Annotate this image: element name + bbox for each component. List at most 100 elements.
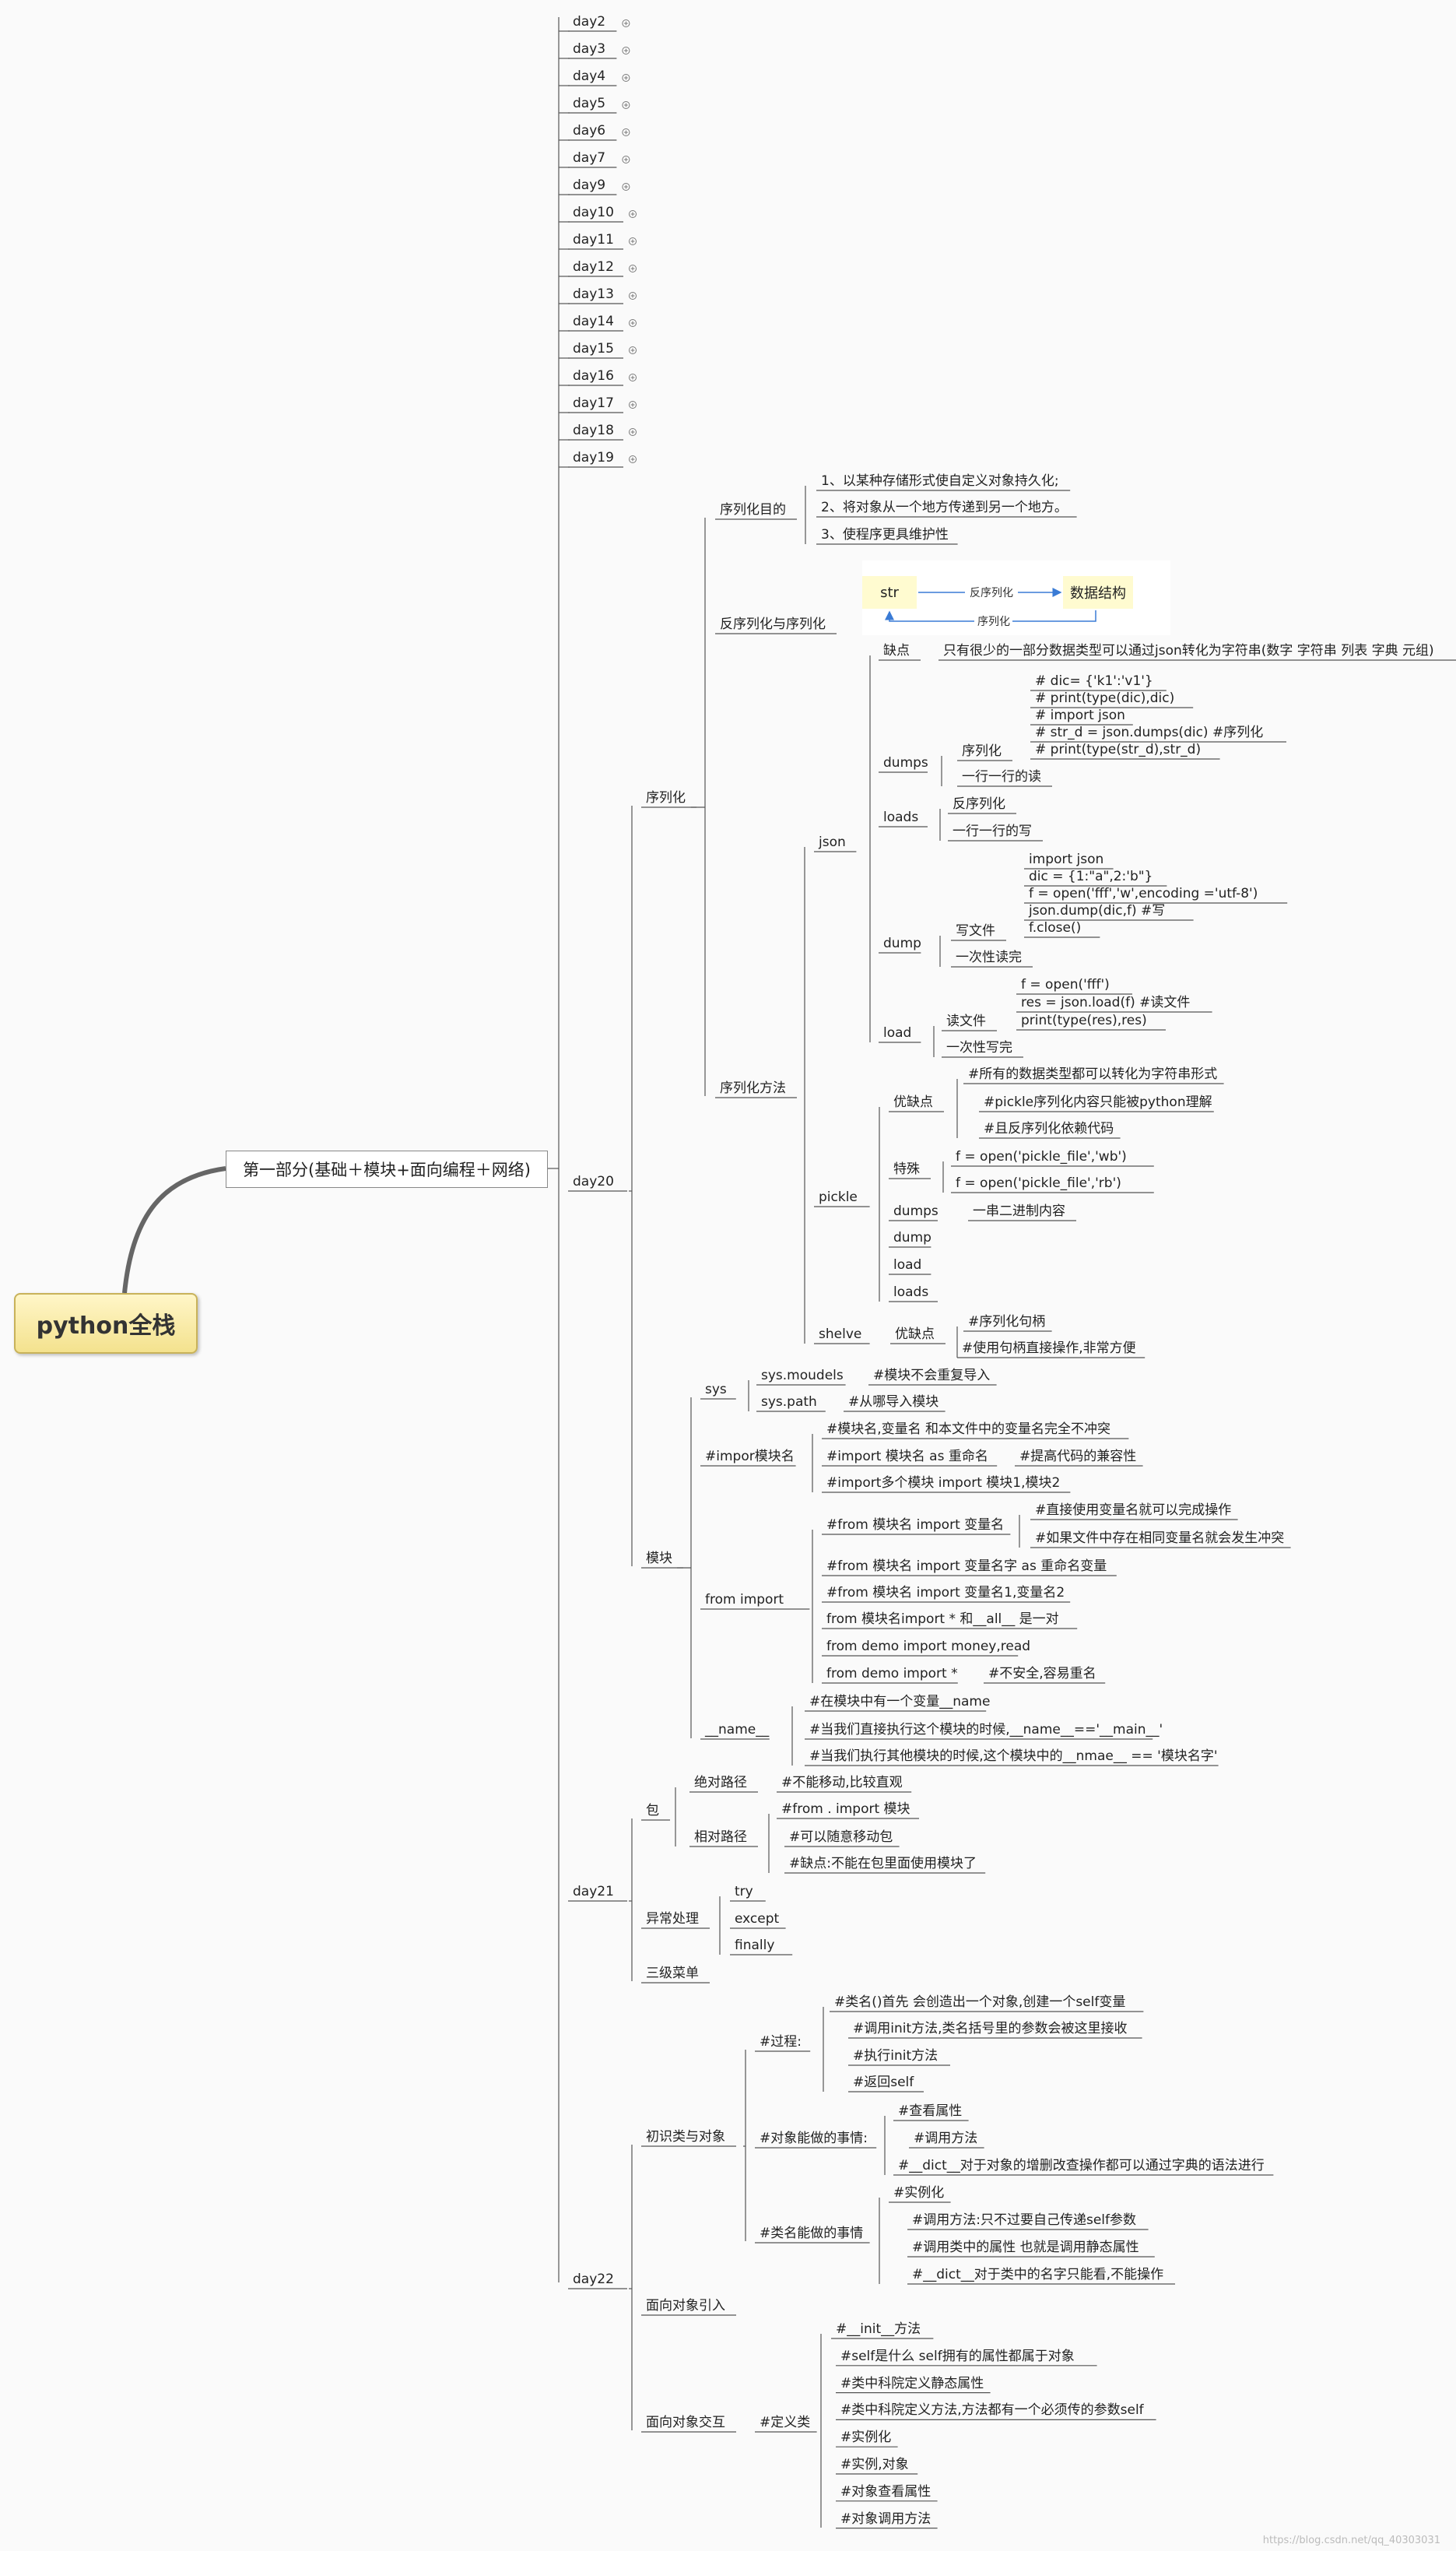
json-dump-code-1[interactable]: dic = {1:"a",2:'b"} — [1029, 869, 1153, 884]
json-dumps-code-0[interactable]: # dic= {'k1':'v1'} — [1035, 673, 1153, 689]
process-item-1[interactable]: #调用init方法,类名括号里的参数会被这里接收 — [853, 2021, 1128, 2036]
shelve-item-0[interactable]: #序列化句柄 — [968, 1314, 1046, 1330]
json-dumps-code-2[interactable]: # import json — [1035, 708, 1125, 723]
interact-item-6[interactable]: #对象查看属性 — [840, 2483, 931, 2500]
cls-item-2[interactable]: #调用类中的属性 也就是调用静态属性 — [912, 2240, 1139, 2255]
name-item-0[interactable]: #在模块中有一个变量__name — [809, 1694, 991, 1709]
purpose-item-2[interactable]: 2、将对象从一个地方传递到另一个地方。 — [821, 500, 1068, 515]
abs-path-node[interactable]: 绝对路径 — [694, 1775, 747, 1790]
day-day11-node[interactable]: day11 — [573, 232, 614, 248]
pickle-special-wb[interactable]: f = open('pickle_file','wb') — [956, 1149, 1127, 1165]
json-dump-write[interactable]: 写文件 — [956, 923, 995, 939]
interact-node[interactable]: 面向对象交互 — [646, 2415, 725, 2430]
day-day6-node[interactable]: day6 — [573, 123, 606, 139]
pickle-pros-item-0[interactable]: #所有的数据类型都可以转化为字符串形式 — [968, 1066, 1218, 1082]
day-day4-node[interactable]: day4 — [573, 69, 606, 84]
define-class-node[interactable]: #定义类 — [760, 2415, 811, 2430]
day22-node[interactable]: day22 — [573, 2272, 614, 2287]
process-item-0[interactable]: #类名()首先 会创造出一个对象,创建一个self变量 — [834, 1994, 1126, 2010]
day-day9-node[interactable]: day9 — [573, 177, 606, 193]
json-load-read[interactable]: 读文件 — [946, 1014, 986, 1029]
shelve-node[interactable]: shelve — [819, 1326, 862, 1342]
interact-item-5[interactable]: #实例,对象 — [840, 2457, 909, 2472]
pickle-special-rb[interactable]: f = open('pickle_file','rb') — [956, 1175, 1121, 1191]
interact-item-2[interactable]: #类中科院定义静态属性 — [840, 2375, 984, 2391]
process-item-2[interactable]: #执行init方法 — [853, 2048, 939, 2064]
cls-item-1[interactable]: #调用方法:只不过要自己传递self参数 — [912, 2212, 1136, 2228]
serialize-purpose-node[interactable]: 序列化目的 — [720, 502, 786, 518]
sys-modules[interactable]: sys.moudels — [761, 1368, 844, 1383]
json-dump-code-3[interactable]: json.dump(dic,f) #写 — [1029, 903, 1166, 919]
day-day10-node[interactable]: day10 — [573, 205, 614, 220]
pickle-pros-item-2[interactable]: #且反序列化依赖代码 — [984, 1121, 1114, 1137]
package-node[interactable]: 包 — [646, 1803, 659, 1818]
day-day12-node[interactable]: day12 — [573, 259, 614, 275]
json-drawback-text[interactable]: 只有很少的一部分数据类型可以通过json转化为字符串(数字 字符串 列表 字典 … — [943, 643, 1434, 659]
cls-node[interactable]: #类名能做的事情 — [760, 2226, 864, 2241]
json-loads-item-1[interactable]: 一行一行的写 — [953, 824, 1032, 839]
json-dumps-code-3[interactable]: # str_d = json.dumps(dic) #序列化 — [1035, 725, 1264, 740]
json-dump-code-2[interactable]: f = open('fff','w',encoding ='utf-8') — [1029, 886, 1258, 901]
pickle-other-1[interactable]: load — [893, 1257, 922, 1273]
from-item-3[interactable]: from demo import money,read — [826, 1639, 1031, 1654]
interact-item-1[interactable]: #self是什么 self拥有的属性都属于对象 — [840, 2348, 1075, 2364]
root-topic[interactable]: python全栈 — [14, 1293, 198, 1354]
cls-item-3[interactable]: #__dict__对于类中的名字只能看,不能操作 — [912, 2267, 1164, 2282]
json-load-node[interactable]: load — [883, 1025, 912, 1041]
day-day18-node[interactable]: day18 — [573, 423, 614, 438]
day-day7-node[interactable]: day7 — [573, 150, 606, 166]
pickle-other-2[interactable]: loads — [893, 1284, 929, 1300]
shelve-item-1[interactable]: #使用句柄直接操作,非常方便 — [962, 1341, 1136, 1356]
json-dump-node[interactable]: dump — [883, 936, 921, 951]
except-item-1[interactable]: except — [735, 1911, 780, 1927]
pickle-pros-node[interactable]: 优缺点 — [893, 1095, 933, 1110]
interact-item-4[interactable]: #实例化 — [840, 2430, 892, 2446]
from-first-sub-1[interactable]: #如果文件中存在相同变量名就会发生冲突 — [1035, 1530, 1285, 1546]
sys-node[interactable]: sys — [705, 1382, 727, 1397]
day-day19-node[interactable]: day19 — [573, 450, 614, 466]
name-node[interactable]: __name__ — [705, 1722, 770, 1738]
except-item-2[interactable]: finally — [735, 1938, 775, 1953]
json-dump-code-4[interactable]: f.close() — [1029, 920, 1082, 936]
day-day2-node[interactable]: day2 — [573, 14, 606, 30]
json-loads-item-0[interactable]: 反序列化 — [953, 796, 1005, 812]
main-topic[interactable]: 第一部分(基础＋模块+面向编程＋网络) — [226, 1151, 548, 1188]
json-load-note[interactable]: 一次性写完 — [946, 1040, 1012, 1056]
obj-item-1[interactable]: #调用方法 — [914, 2131, 978, 2146]
pickle-dumps-note[interactable]: 一串二进制内容 — [973, 1203, 1065, 1219]
sys-path-note[interactable]: #从哪导入模块 — [848, 1394, 939, 1410]
from-star[interactable]: from demo import * — [826, 1666, 958, 1681]
from-node[interactable]: from import — [705, 1592, 784, 1608]
day20-node[interactable]: day20 — [573, 1174, 614, 1189]
rel-item-1[interactable]: #可以随意移动包 — [789, 1829, 893, 1845]
pickle-dumps-node[interactable]: dumps — [893, 1203, 939, 1219]
serialize-node[interactable]: 序列化 — [646, 790, 686, 806]
interact-item-3[interactable]: #类中科院定义方法,方法都有一个必须传的参数self — [840, 2402, 1144, 2419]
pickle-other-0[interactable]: dump — [893, 1230, 931, 1246]
abs-path-note[interactable]: #不能移动,比较直观 — [781, 1775, 903, 1790]
day21-node[interactable]: day21 — [573, 1884, 614, 1899]
day-day3-node[interactable]: day3 — [573, 41, 606, 57]
import-node[interactable]: #impor模块名 — [705, 1449, 795, 1464]
from-first[interactable]: #from 模块名 import 变量名 — [826, 1517, 1005, 1533]
rel-item-2[interactable]: #缺点:不能在包里面使用模块了 — [789, 1856, 977, 1871]
sys-modules-note[interactable]: #模块不会重复导入 — [873, 1368, 991, 1383]
from-item-1[interactable]: #from 模块名 import 变量名1,变量名2 — [826, 1585, 1065, 1601]
sys-path[interactable]: sys.path — [761, 1394, 817, 1410]
json-load-code-0[interactable]: f = open('fff') — [1021, 977, 1110, 993]
reverse-serialize-node[interactable]: 反序列化与序列化 — [720, 617, 826, 632]
from-star-note[interactable]: #不安全,容易重名 — [988, 1666, 1096, 1681]
json-dump-code-0[interactable]: import json — [1029, 852, 1104, 867]
purpose-item-3[interactable]: 3、使程序更具维护性 — [821, 527, 949, 543]
obj-item-0[interactable]: #查看属性 — [898, 2103, 963, 2119]
from-item-2[interactable]: from 模块名import * 和__all__ 是一对 — [826, 1611, 1059, 1627]
intro-node[interactable]: 面向对象引入 — [646, 2298, 725, 2314]
day-day16-node[interactable]: day16 — [573, 368, 614, 384]
interact-item-7[interactable]: #对象调用方法 — [840, 2511, 931, 2527]
obj-item-2[interactable]: #__dict__对于对象的增删改查操作都可以通过字典的语法进行 — [898, 2158, 1265, 2173]
json-dumps-code-1[interactable]: # print(type(dic),dic) — [1035, 690, 1175, 706]
json-load-code-1[interactable]: res = json.load(f) #读文件 — [1021, 995, 1191, 1010]
day-day14-node[interactable]: day14 — [573, 314, 614, 329]
json-loads-node[interactable]: loads — [883, 810, 919, 825]
name-item-2[interactable]: #当我们执行其他模块的时候,这个模块中的__nmae__ == '模块名字' — [809, 1748, 1218, 1764]
